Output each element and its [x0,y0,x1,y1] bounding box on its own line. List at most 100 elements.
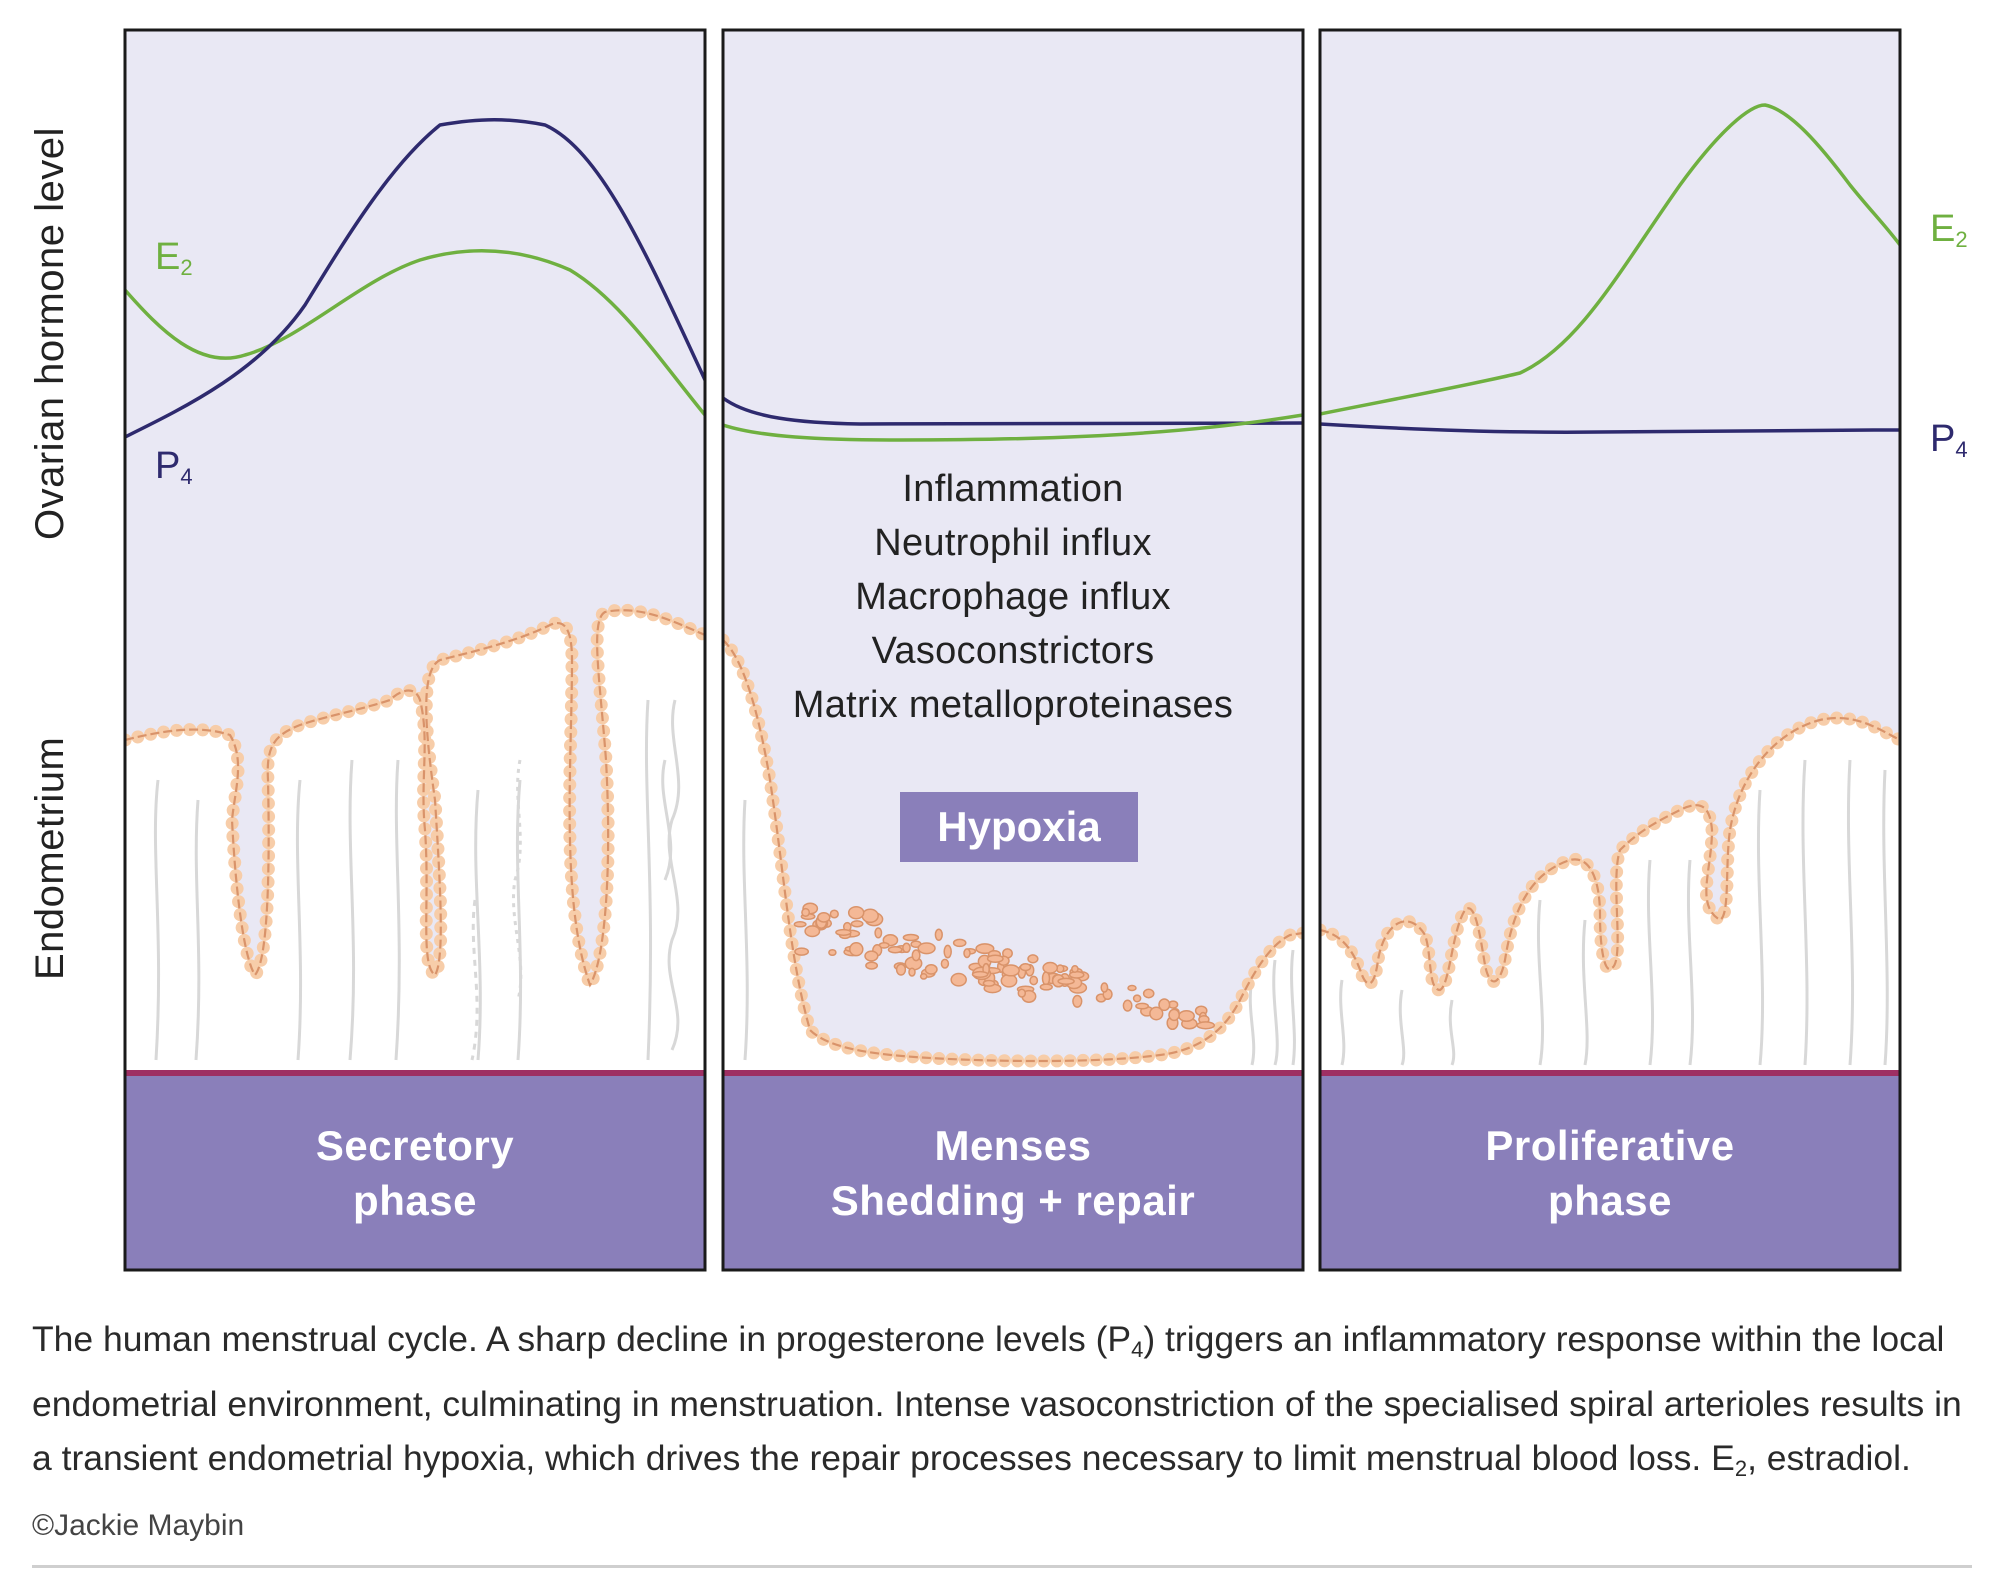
panel-secretory-border [123,28,707,1272]
phase-label-secretory: Secretory phase [125,1075,705,1270]
debris-fragment [1019,962,1032,972]
process-item: Matrix metalloproteinases [792,684,1234,726]
stroma-fibers-secretory [153,699,681,1061]
debris-fragment [794,947,810,956]
debris-fragment [975,943,995,955]
debris-fragment [849,942,864,957]
phase-band-proliferative [1320,1076,1900,1270]
debris-fragment [1196,1021,1216,1030]
debris-fragment [943,944,952,959]
phase-line1: Secretory [315,1121,515,1169]
debris-fragment [847,905,865,920]
debris-fragment [1017,988,1027,998]
debris-fragment [850,920,864,928]
phase-label-proliferative: Proliferative phase [1320,1075,1900,1270]
debris-fragment [982,979,996,987]
caption-part2: ) triggers an inflammatory response with… [32,1319,1962,1478]
endometrium-axis-label: Endometrium [28,736,72,980]
copyright-notice: ©Jackie Maybin [32,1509,245,1542]
endometrium-menses [723,640,1303,1070]
basal-layer-menses [723,1070,1303,1076]
debris-fragment [934,928,943,941]
debris-fragment [1158,998,1171,1012]
debris-fragment [919,973,928,980]
menstrual-cycle-figure: Ovarian hormone level Endometrium E2 P4 … [28,28,1968,1272]
debris-fragment [911,949,921,962]
stroma-fibers-proliferative [1339,759,1889,1066]
caption-sub1: 4 [1131,1337,1144,1362]
debris-fragment [1001,964,1020,977]
debris-fragment [908,967,916,977]
debris-fragment [952,938,967,948]
debris-fragment [1132,994,1142,1003]
debris-fragment [817,912,831,923]
p4-curve-menses [723,396,1303,426]
debris-fragment [895,963,907,976]
debris-fragment [874,927,883,939]
debris-fragment [1168,1008,1180,1022]
debris-fragment [902,942,911,954]
debris-fragment [986,954,1004,963]
phase-band-secretory [125,1076,705,1270]
p4-label-left: P4 [155,445,193,489]
shed-tissue-debris [793,902,1216,1031]
figure-caption: The human menstrual cycle. A sharp decli… [32,1312,1972,1553]
debris-fragment [1039,983,1053,991]
bottom-divider [32,1565,1972,1568]
caption-sub2: 2 [1734,1456,1748,1481]
p4-curve-proliferative [1320,422,1900,434]
epithelium-secretory [125,603,705,1001]
phase-line1: Proliferative [1485,1121,1735,1169]
debris-fragment [801,907,811,917]
debris-fragment [1135,1002,1150,1010]
debris-fragment [804,925,821,938]
p4-label-right: P4 [1930,418,1968,462]
debris-fragment [1149,1006,1164,1021]
debris-fragment [887,945,903,954]
figure-svg [123,28,1902,1272]
debris-fragment [924,964,938,975]
debris-fragment [940,958,950,969]
debris-fragment [793,921,807,928]
process-item: Inflammation [902,468,1124,510]
debris-fragment [917,942,936,955]
endometrium-secretory [125,610,705,1070]
endometrium-proliferative [1320,718,1900,1070]
e2-curve-secretory [125,248,705,417]
debris-fragment [1178,1009,1195,1023]
e2-curve-proliferative [1320,103,1900,416]
panel-proliferative-border [1318,28,1902,1272]
basal-layer-proliferative [1320,1070,1900,1076]
debris-fragment [864,950,879,962]
caption-part1: The human menstrual cycle. A sharp decli… [32,1319,1132,1359]
debris-fragment [902,933,920,942]
debris-fragment [1057,977,1075,985]
hormone-axis-label: Ovarian hormone level [28,127,72,540]
debris-fragment [1072,994,1083,1008]
debris-fragment [1142,988,1155,999]
e2-label-right: E2 [1930,208,1968,252]
debris-fragment [971,970,989,978]
process-item: Macrophage influx [855,576,1171,618]
menses-process-list: Inflammation Neutrophil influx Macrophag… [723,462,1303,732]
e2-curve-menses [723,413,1303,442]
panel-menses-border [721,28,1305,1272]
debris-fragment [1071,965,1079,973]
debris-fragment [1027,954,1039,964]
debris-fragment [1122,999,1133,1012]
debris-fragment [1029,975,1039,986]
debris-fragment [861,908,879,924]
debris-fragment [1100,982,1109,993]
phase-line2: phase [1548,1176,1672,1224]
debris-fragment [950,972,967,987]
debris-fragment [963,948,971,959]
debris-fragment [1041,971,1051,986]
debris-fragment [829,909,839,919]
debris-fragment [865,961,879,970]
phase-line2: phase [353,1176,477,1224]
caption-part3: , estradiol. [1747,1438,1911,1478]
process-item: Neutrophil influx [874,522,1152,564]
phase-band-menses [723,1076,1303,1270]
phase-label-menses: Menses Shedding + repair [723,1075,1303,1270]
basal-layer-secretory [125,1070,705,1076]
